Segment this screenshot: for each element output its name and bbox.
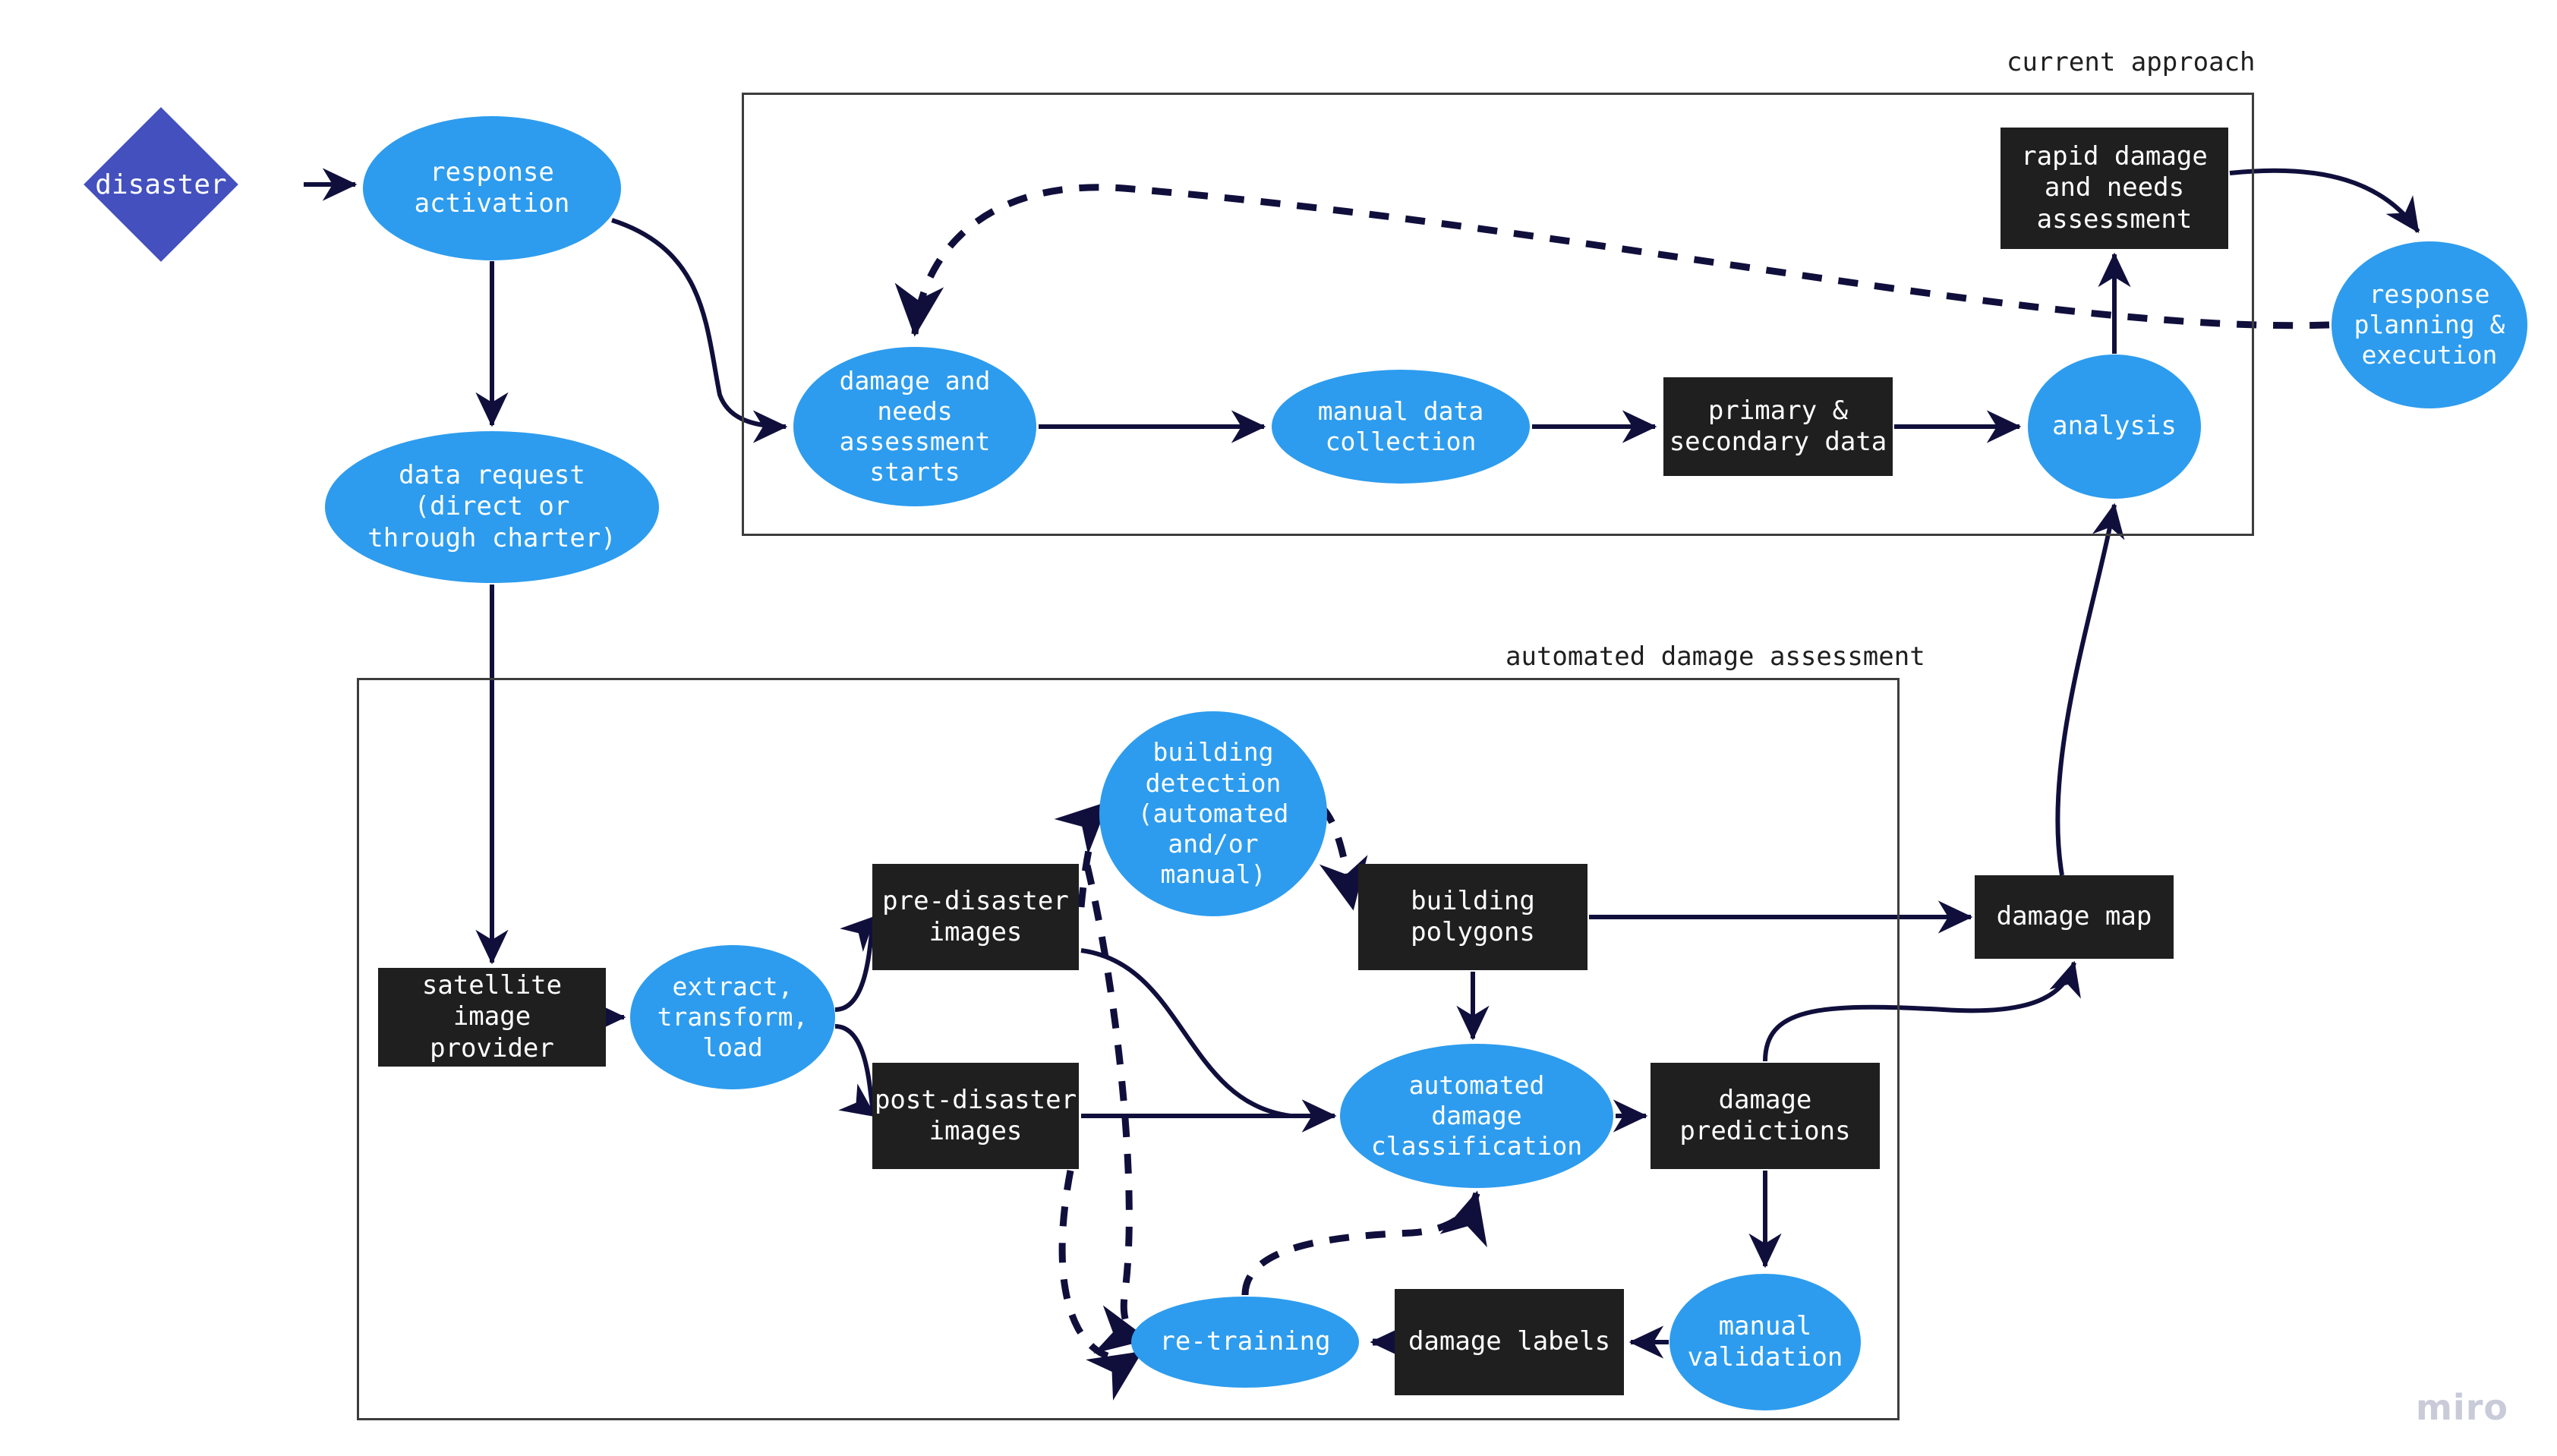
node-data-request[interactable]: data request (direct or through charter) [325,431,659,583]
node-automated-damage-classification[interactable]: automated damage classification [1340,1044,1613,1188]
node-pre-disaster-images[interactable]: pre-disaster images [872,864,1079,970]
node-damage-predictions[interactable]: damage predictions [1651,1063,1880,1169]
node-damage-and-needs-assessment-starts[interactable]: damage and needs assessment starts [793,347,1036,506]
node-manual-data-collection[interactable]: manual data collection [1272,370,1530,484]
node-analysis[interactable]: analysis [2028,355,2201,499]
edge-damage-map-to-analysis [2055,503,2125,876]
node-satellite-image-provider[interactable]: satellite image provider [378,968,606,1067]
node-disaster[interactable]: disaster [95,169,227,200]
node-damage-labels[interactable]: damage labels [1395,1289,1624,1395]
node-primary-and-secondary-data[interactable]: primary & secondary data [1663,377,1893,476]
group-label-automated-damage-assessment: automated damage assessment [1506,641,1925,672]
edge-rapid-damage-to-response-planning [2229,168,2420,233]
node-response-activation[interactable]: response activation [363,116,621,260]
node-building-detection[interactable]: building detection (automated and/or man… [1099,711,1327,916]
node-rapid-damage-and-needs-assessment[interactable]: rapid damage and needs assessment [2001,128,2228,249]
node-building-polygons[interactable]: building polygons [1358,864,1587,970]
group-label-current-approach: current approach [2007,47,2256,77]
node-extract-transform-load[interactable]: extract, transform, load [630,945,835,1089]
node-post-disaster-images[interactable]: post-disaster images [872,1063,1079,1169]
node-response-planning-and-execution[interactable]: response planning & execution [2332,241,2527,408]
miro-watermark: miro [2416,1387,2508,1428]
node-damage-map[interactable]: damage map [1975,875,2174,959]
node-re-training[interactable]: re-training [1131,1297,1359,1388]
node-manual-validation[interactable]: manual validation [1669,1274,1861,1410]
